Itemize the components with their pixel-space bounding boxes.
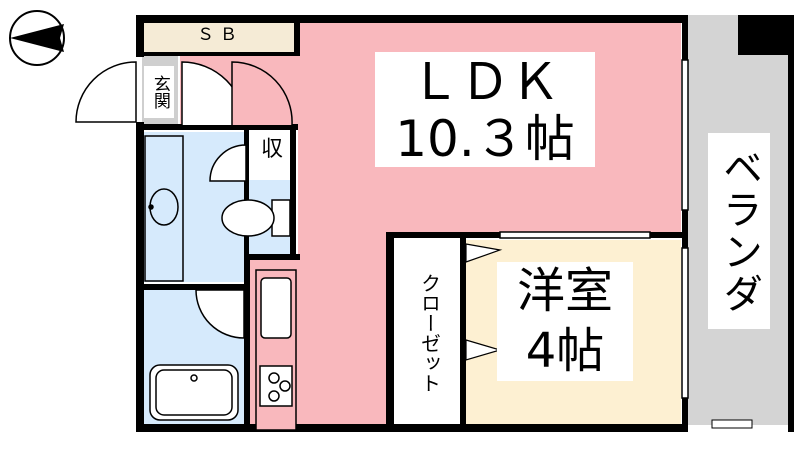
washroom-door[interactable] bbox=[209, 144, 247, 182]
veranda-label: ベランダ bbox=[708, 133, 770, 329]
ldk-label: ＬＤＫ 10.３帖 bbox=[375, 52, 595, 167]
ldk-name: ＬＤＫ bbox=[410, 53, 560, 111]
shoebox-label: ＳＢ bbox=[197, 25, 243, 45]
veranda-railing bbox=[711, 419, 753, 429]
storage-floor bbox=[248, 130, 296, 176]
ldk-area: 10.３帖 bbox=[395, 109, 575, 168]
bath-door[interactable] bbox=[195, 289, 245, 339]
shoebox-floor bbox=[142, 22, 298, 52]
stove-icon bbox=[259, 365, 293, 407]
ldk-floor-lower bbox=[298, 232, 390, 425]
genkan-label: 玄関 bbox=[144, 66, 174, 118]
entrance-door[interactable] bbox=[75, 61, 293, 126]
youshitsu-label: 洋室 4帖 bbox=[497, 262, 633, 381]
youshitsu-area: 4帖 bbox=[525, 323, 605, 380]
washbasin-icon bbox=[144, 135, 184, 282]
bathtub-icon bbox=[149, 364, 239, 421]
window bbox=[499, 59, 689, 399]
closet-doors[interactable] bbox=[465, 243, 503, 361]
north-arrow-icon bbox=[9, 10, 65, 66]
closet-label: クローゼット bbox=[414, 247, 444, 419]
storage-label: 収 bbox=[260, 137, 283, 162]
youshitsu-name: 洋室 bbox=[516, 263, 613, 319]
toilet-icon bbox=[221, 199, 291, 237]
